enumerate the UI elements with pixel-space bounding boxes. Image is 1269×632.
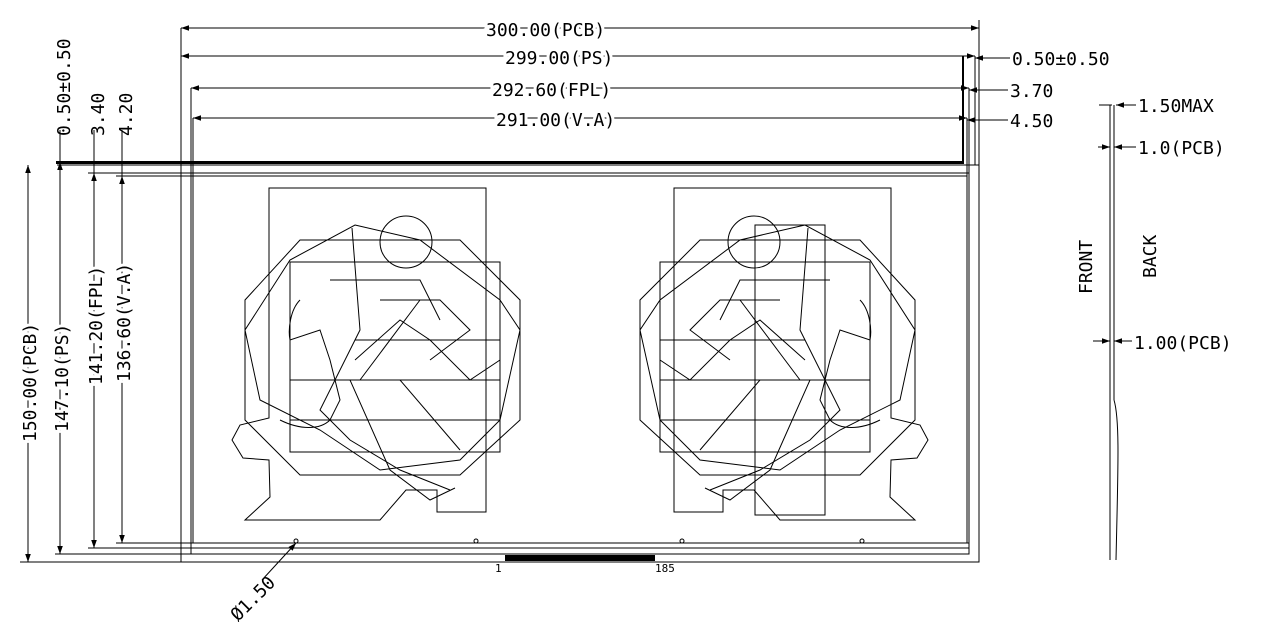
mounting-hole: [679, 538, 685, 544]
side-back-label: BACK: [1140, 234, 1161, 278]
dim-fpl-height: 141.20(FPL): [86, 266, 107, 385]
dim-va-width: 291.00(V.A): [496, 110, 615, 131]
dim-va-offset: 4.50: [1010, 111, 1053, 132]
dim-ps-height: 147.10(PS): [52, 324, 73, 432]
connector-pin-last: 185: [655, 562, 675, 575]
dim-ps-width: 299.00(PS): [505, 48, 613, 69]
side-view: 1.50MAX 1.0(PCB) 1.00(PCB) FRONT BACK: [1076, 96, 1232, 561]
horizontal-dimensions: 300.00(PCB) 299.00(PS) 0.50±0.50 292.60(…: [181, 17, 1110, 134]
side-thickness-max: 1.50MAX: [1138, 96, 1214, 117]
mounting-hole: [859, 538, 865, 544]
dim-va-height: 136.60(V.A): [114, 263, 135, 382]
hole-diameter-label: Ø1.50: [227, 572, 280, 625]
exit-sign-figure-right: [639, 187, 929, 521]
mounting-holes: Ø1.50: [227, 538, 865, 626]
connector-pin-first: 1: [495, 562, 502, 575]
mounting-hole: [473, 538, 479, 544]
exit-sign-figure-left: [231, 187, 521, 521]
vertical-dimensions: 150.00(PCB) 147.10(PS) 141.20(FPL) 136.6…: [17, 38, 193, 563]
fpc-connector: 1 185: [495, 555, 675, 575]
dim-top-offset-fpl: 3.40: [88, 93, 109, 136]
side-front-label: FRONT: [1076, 240, 1097, 294]
dim-ps-offset: 0.50±0.50: [1012, 49, 1110, 70]
mounting-hole: [293, 538, 299, 544]
dim-pcb-height: 150.00(PCB): [20, 323, 41, 442]
dim-top-offset-ps: 0.50±0.50: [54, 38, 75, 136]
side-pcb-bottom: 1.00(PCB): [1134, 333, 1232, 354]
side-pcb-top: 1.0(PCB): [1138, 138, 1225, 159]
panel-outline: [56, 20, 980, 563]
dim-fpl-offset: 3.70: [1010, 81, 1053, 102]
dim-top-offset-va: 4.20: [116, 93, 137, 136]
dim-pcb-width: 300.00(PCB): [486, 20, 605, 41]
dim-fpl-width: 292.60(FPL): [492, 80, 611, 101]
